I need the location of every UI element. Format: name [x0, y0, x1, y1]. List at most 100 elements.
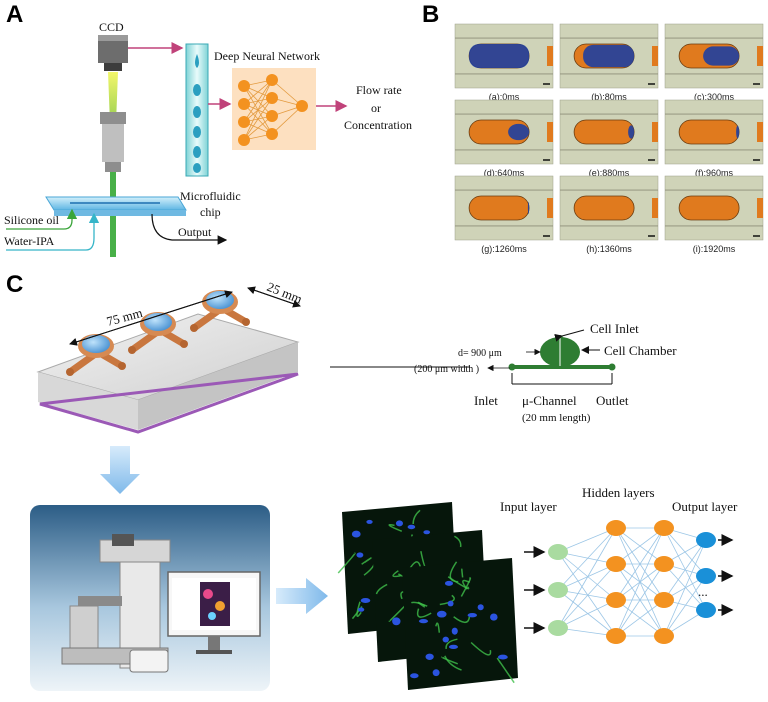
hidden-neuron	[654, 520, 674, 536]
cell-wells	[66, 290, 250, 376]
hidden-neuron	[654, 628, 674, 644]
dnn-neuron	[238, 134, 250, 146]
actin-fiber	[453, 616, 471, 624]
panel-label-a: A	[6, 1, 23, 28]
well-center	[82, 335, 110, 353]
nucleus	[451, 627, 458, 635]
droplet-frame	[559, 23, 659, 89]
input-neuron	[548, 620, 568, 636]
nucleus	[490, 613, 498, 621]
microfluidic-slide	[36, 313, 300, 434]
actin-fiber	[470, 641, 492, 656]
next-droplet	[652, 122, 658, 142]
microfluidic-label: Microfluidic	[180, 189, 241, 203]
microfluidic-chip	[45, 196, 187, 216]
network-connection	[557, 589, 617, 637]
droplet-blue-part	[527, 201, 530, 215]
actin-fiber	[435, 622, 441, 633]
well-center	[206, 291, 234, 309]
droplet-blue-part	[736, 125, 740, 139]
network-connection	[557, 551, 617, 601]
hidden-neuron	[606, 556, 626, 572]
nucleus	[498, 654, 508, 660]
frame-caption: (b):80ms	[591, 92, 627, 102]
nucleus	[356, 552, 364, 558]
droplet-blue-part	[628, 125, 635, 139]
network-connection	[557, 599, 617, 629]
actin-fiber	[392, 570, 401, 578]
water-ipa-arrow	[6, 212, 100, 251]
actin-fiber	[461, 568, 464, 578]
fluorescence-image	[402, 558, 518, 690]
network-connection	[663, 539, 707, 637]
panel-c: 75 mm 25 mm Cell Inlet Cell Chamber d= 9…	[30, 279, 738, 691]
actin-fiber	[388, 604, 406, 622]
hidden-neuron	[606, 592, 626, 608]
droplet-frame	[454, 23, 554, 89]
network-connection	[557, 563, 617, 629]
droplet	[573, 119, 635, 145]
nucleus	[410, 673, 419, 679]
actin-fiber	[412, 509, 421, 524]
channel-schematic	[508, 335, 616, 385]
network-connection	[557, 563, 617, 591]
dnn-connection	[243, 97, 273, 141]
frame-caption: (i):1920ms	[693, 244, 736, 254]
actin-fiber	[388, 524, 403, 532]
input-neuron	[548, 582, 568, 598]
panel-a: CCD Deep Neural Netw	[4, 20, 412, 257]
droplet-blue-part	[508, 123, 530, 141]
droplet-tube	[185, 43, 209, 177]
dnn-connection	[271, 79, 303, 107]
dnn-neuron	[238, 98, 250, 110]
dnn-network	[238, 74, 308, 146]
dnn-connection	[271, 105, 303, 135]
inlet-port	[128, 346, 136, 354]
network-connection	[615, 527, 665, 601]
droplet-frame	[454, 175, 554, 241]
droplet-frame	[454, 99, 554, 165]
cell-inlet-pointer	[554, 329, 585, 342]
output-label: Output	[178, 225, 212, 239]
droplet-frame	[559, 99, 659, 165]
inlet-port	[66, 368, 74, 376]
dnn-connection	[243, 115, 273, 141]
hidden-neuron	[654, 592, 674, 608]
hidden-neuron	[606, 628, 626, 644]
silicone-oil-arrow	[6, 208, 78, 230]
chip-label: chip	[200, 205, 221, 219]
right-arrow-icon	[276, 578, 328, 614]
cell-well	[66, 334, 126, 376]
dnn-neuron	[238, 116, 250, 128]
frame-caption: (e):880ms	[589, 168, 630, 178]
nucleus	[423, 530, 431, 535]
input-neuron	[548, 544, 568, 560]
next-droplet	[547, 122, 553, 142]
actin-fiber	[416, 608, 432, 618]
droplet-frame	[664, 99, 764, 165]
next-droplet	[757, 122, 763, 142]
network-connection	[557, 527, 617, 553]
actin-fiber	[439, 594, 455, 606]
or-label: or	[371, 101, 381, 115]
nucleus	[442, 636, 449, 643]
down-arrow-icon	[100, 446, 140, 494]
output-neuron	[696, 532, 716, 548]
actin-fiber	[445, 638, 458, 650]
network-connection	[557, 527, 617, 591]
diameter-label: d= 900 μm	[458, 348, 502, 359]
droplet-frame	[664, 23, 764, 89]
outlet-port	[118, 362, 126, 370]
cell-well	[190, 290, 250, 332]
channel-length-label: (20 mm length)	[522, 412, 591, 424]
network-connection	[663, 539, 707, 601]
droplet-blue-part	[703, 46, 740, 66]
nucleus	[418, 619, 429, 624]
frame-caption: (d):640ms	[484, 168, 525, 178]
next-droplet	[757, 198, 763, 218]
dnn-neuron	[266, 92, 278, 104]
frame-caption: (f):960ms	[695, 168, 734, 178]
next-droplet	[547, 198, 553, 218]
nucleus	[477, 604, 484, 611]
dnn-neuron	[266, 74, 278, 86]
